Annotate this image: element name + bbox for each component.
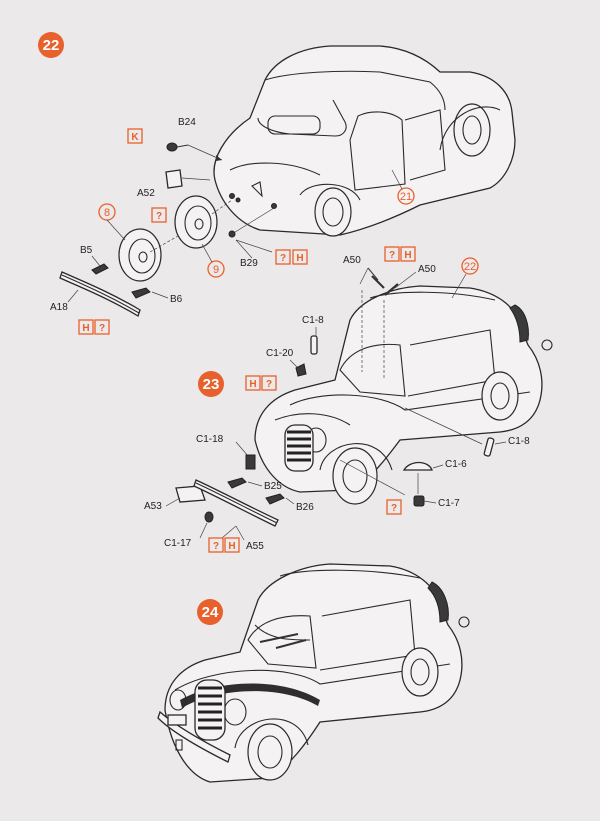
grille-c1-18 [284, 424, 314, 472]
part-b26-label: B26 [296, 502, 314, 513]
part-c1-8-label: C1-8 [302, 315, 324, 326]
part-a53-label: A53 [144, 501, 162, 512]
part-a50-label: A50 [343, 255, 361, 266]
svg-text:K: K [131, 132, 139, 143]
badge-question [94, 319, 110, 335]
part-c1-18-label: C1-18 [196, 434, 224, 445]
part-b6-label: B6 [170, 294, 183, 305]
part-b29-label: B29 [240, 258, 258, 269]
svg-text:H: H [228, 541, 235, 552]
step-23-marker [198, 371, 224, 397]
step-22-number: 22 [43, 37, 60, 54]
badge-h [292, 249, 308, 265]
car-rear-view [213, 45, 516, 237]
badge-h [400, 246, 416, 262]
badge-question [275, 249, 291, 265]
part-c1-8 [310, 335, 318, 355]
badge-question [151, 207, 167, 223]
badge-h [208, 537, 224, 553]
part-c1-6-label: C1-6 [445, 459, 467, 470]
part-b5 [91, 263, 109, 275]
part-a50-label-2: A50 [418, 264, 436, 275]
part-c1-17 [204, 511, 214, 523]
badge-k [127, 128, 143, 144]
svg-text:H: H [296, 253, 303, 264]
badge-h [245, 375, 261, 391]
callout-21 [397, 187, 415, 205]
svg-text:?: ? [99, 323, 105, 334]
part-a18-label: A18 [50, 302, 68, 313]
badge-question [261, 375, 277, 391]
part-c1-20-label: C1-20 [266, 348, 294, 359]
svg-text:21: 21 [400, 191, 412, 203]
badge-question [224, 537, 240, 553]
part-c1-18 [245, 454, 256, 470]
svg-text:?: ? [266, 379, 272, 390]
svg-text:?: ? [213, 541, 219, 552]
part-c1-17-label: C1-17 [164, 538, 192, 549]
spare-wheel-8 [118, 228, 162, 282]
svg-text:?: ? [391, 503, 397, 514]
part-a55-label: A55 [246, 541, 264, 552]
spare-wheel-9 [174, 195, 218, 249]
svg-text:?: ? [280, 253, 286, 264]
part-c1-8-right [483, 437, 495, 457]
car-completed-view [157, 563, 470, 783]
badge-question [384, 246, 400, 262]
car-front-view [254, 285, 553, 505]
part-b24-label: B24 [178, 117, 196, 128]
svg-text:H: H [404, 250, 411, 261]
step-23-number: 23 [203, 376, 220, 393]
callout-9 [207, 260, 225, 278]
part-c1-8-label-2: C1-8 [508, 436, 530, 447]
svg-text:8: 8 [104, 207, 110, 219]
part-b26 [265, 493, 285, 505]
part-c1-20 [295, 363, 307, 377]
part-c1-6 [402, 461, 433, 471]
part-c1-7-label: C1-7 [438, 498, 460, 509]
part-a52-label: A52 [137, 188, 155, 199]
part-a53 [175, 485, 206, 503]
part-b6 [131, 287, 151, 299]
step-22: 22 K B24 A52 [38, 32, 516, 335]
svg-text:9: 9 [213, 264, 219, 276]
svg-text:H: H [249, 379, 256, 390]
callout-22 [461, 257, 479, 275]
svg-text:22: 22 [464, 261, 476, 273]
svg-text:?: ? [389, 250, 395, 261]
part-b25 [227, 477, 247, 489]
step-24-marker [197, 599, 223, 625]
part-a18-bumper [59, 271, 141, 317]
part-b24 [166, 142, 178, 152]
part-c1-7 [413, 495, 425, 507]
step-24: 24 [157, 563, 470, 783]
badge-h [78, 319, 94, 335]
part-b25-label: B25 [264, 481, 282, 492]
svg-text:H: H [82, 323, 89, 334]
svg-text:?: ? [156, 211, 162, 222]
step-24-number: 24 [202, 604, 219, 621]
step-23: 23 A50 [144, 246, 553, 553]
part-a52 [165, 169, 183, 189]
step-22-marker [38, 32, 64, 58]
part-b5-label: B5 [80, 245, 93, 256]
badge-question [386, 499, 402, 515]
